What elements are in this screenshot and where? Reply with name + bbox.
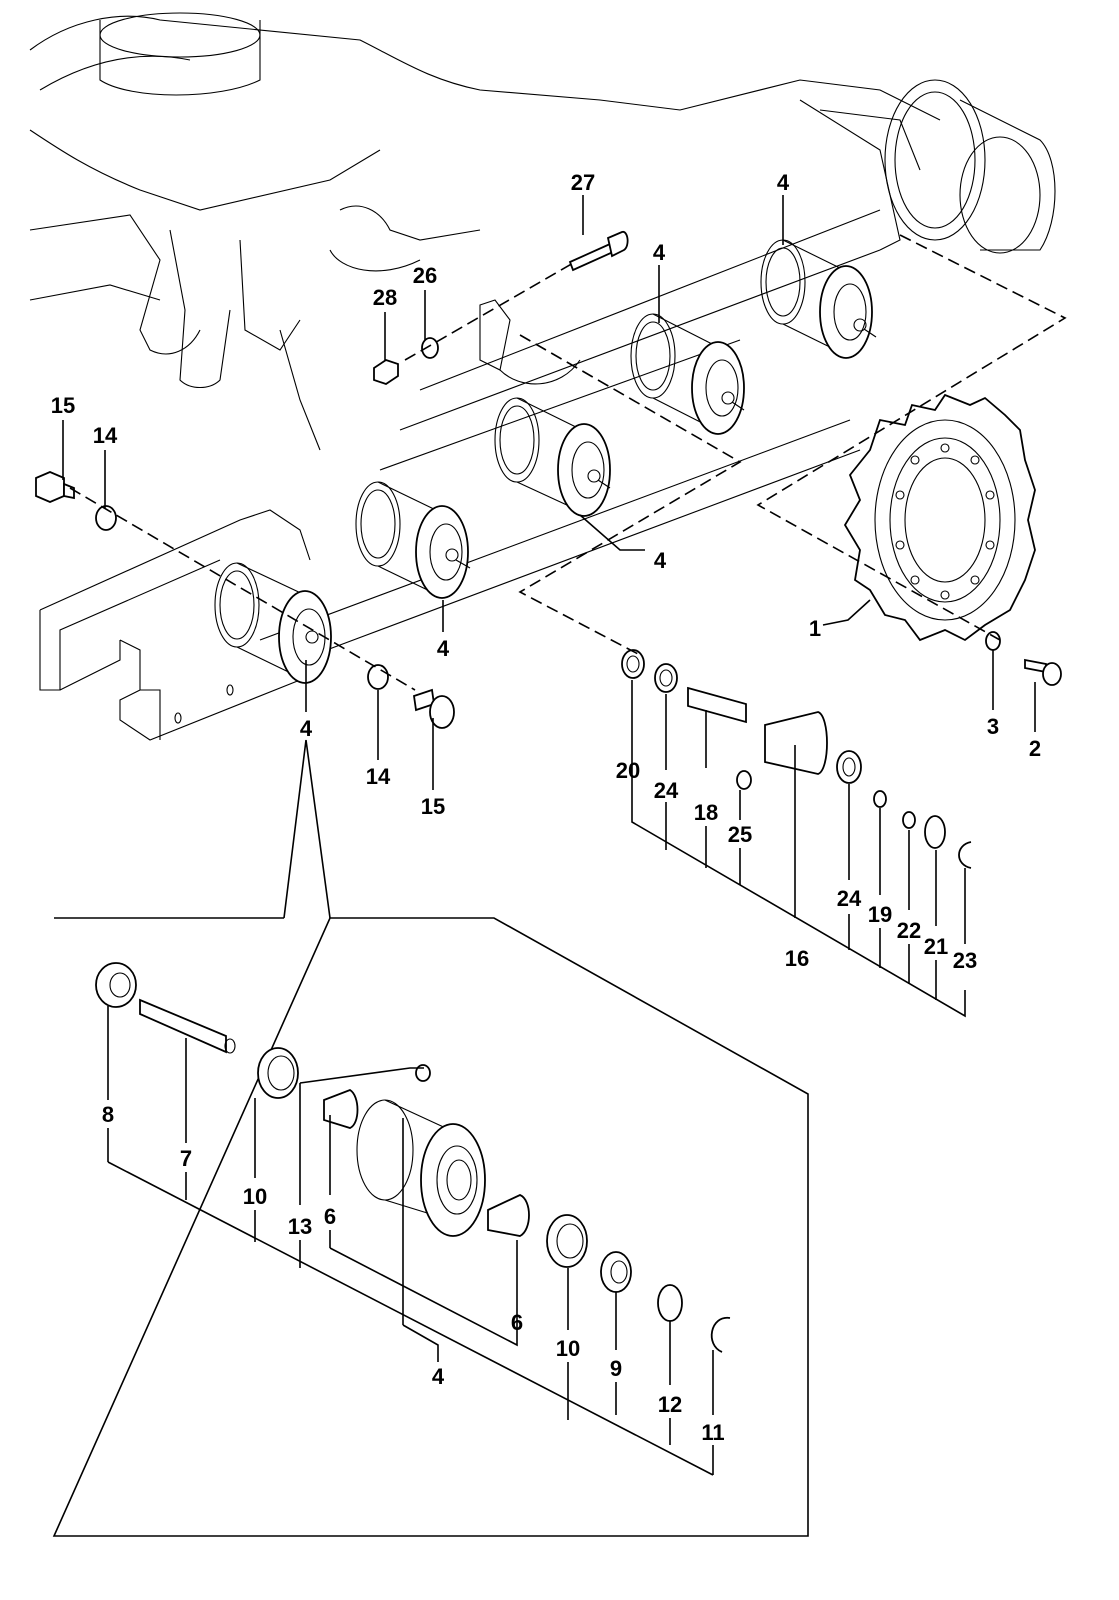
callout-6-a: 6: [324, 1204, 336, 1229]
callout-20: 20: [616, 758, 640, 783]
track-roller-5: [760, 239, 877, 359]
callout-24-a: 24: [654, 778, 679, 803]
callout-28: 28: [373, 285, 397, 310]
callout-24-b: 24: [837, 886, 862, 911]
callout-8: 8: [102, 1102, 114, 1127]
roller-assembly-bracket: [402, 1324, 439, 1362]
callout-13: 13: [288, 1214, 312, 1239]
callout-4-e: 4: [300, 716, 313, 741]
callout-26: 26: [413, 263, 437, 288]
callout-22: 22: [897, 918, 921, 943]
callout-11: 11: [701, 1420, 724, 1445]
snap-ring-11: [710, 1317, 731, 1353]
callout-4-f: 4: [432, 1364, 445, 1389]
bearing-24-b: [836, 750, 862, 784]
assembly-lines: [69, 234, 1067, 691]
callout-23: 23: [953, 948, 977, 973]
ring-12: [657, 1284, 683, 1322]
plug-13: [415, 1064, 431, 1082]
callout-15-a: 15: [51, 393, 75, 418]
ring-22: [902, 811, 916, 829]
callout-10-b: 10: [556, 1336, 580, 1361]
callout-18: 18: [694, 800, 718, 825]
bearing-8: [95, 962, 137, 1008]
nut-28: [373, 359, 399, 385]
callout-25: 25: [728, 822, 752, 847]
sprocket: [843, 393, 1036, 642]
fitting-25: [736, 770, 752, 790]
callout-7: 7: [180, 1146, 192, 1171]
callout-12: 12: [658, 1392, 682, 1417]
callout-4-b: 4: [653, 240, 666, 265]
callout-1: 1: [809, 616, 821, 641]
callout-6-b: 6: [511, 1310, 523, 1335]
track-roller-4: [630, 313, 745, 435]
callout-14-a: 14: [93, 423, 118, 448]
callout-10-a: 10: [243, 1184, 267, 1209]
seal-20: [621, 649, 645, 679]
bolt-15-left: [35, 471, 65, 503]
roller-body: [420, 1123, 486, 1237]
bolt-15-right: [429, 695, 455, 729]
leader-lines: [62, 195, 1036, 1018]
bushing-6-right: [487, 1194, 530, 1237]
callout-19: 19: [868, 902, 892, 927]
washer-26: [421, 337, 439, 359]
bearing-24-a: [654, 663, 678, 693]
bolt-27: [568, 242, 615, 272]
bushing-16: [764, 711, 828, 775]
callout-labels: 27 4 4 26 28 15 14 4 4 4 14 15 1 3 2 20 …: [51, 170, 1041, 1445]
bushing-6-left: [323, 1089, 359, 1129]
snap-ring-23: [958, 841, 972, 869]
fastener-group: [35, 231, 1062, 729]
bolt-2: [1042, 662, 1062, 686]
track-frame: [29, 12, 1056, 741]
seal-10-left: [257, 1047, 299, 1099]
shaft-18: [687, 686, 747, 724]
callout-14-b: 14: [366, 764, 391, 789]
callout-21: 21: [924, 934, 948, 959]
ring-19: [873, 790, 887, 808]
callout-9: 9: [610, 1356, 622, 1381]
track-roller-group: [214, 239, 877, 684]
callout-4-d: 4: [437, 636, 450, 661]
seal-10-right: [546, 1214, 588, 1268]
callout-16: 16: [785, 946, 809, 971]
cap-21: [924, 815, 946, 849]
washer-3: [985, 631, 1001, 651]
idler-parts: [621, 649, 972, 869]
callout-15-b: 15: [421, 794, 445, 819]
callout-2: 2: [1029, 736, 1041, 761]
callout-4-c: 4: [654, 548, 667, 573]
detail-box: [52, 917, 809, 1537]
callout-4-a: 4: [777, 170, 790, 195]
track-roller-3: [494, 397, 611, 517]
callout-3: 3: [987, 714, 999, 739]
washer-14-right: [367, 664, 389, 690]
track-roller-2: [355, 481, 471, 599]
shaft-7: [139, 998, 227, 1054]
callout-27: 27: [571, 170, 595, 195]
exploded-roller: [95, 962, 731, 1353]
track-roller-1: [214, 562, 332, 684]
